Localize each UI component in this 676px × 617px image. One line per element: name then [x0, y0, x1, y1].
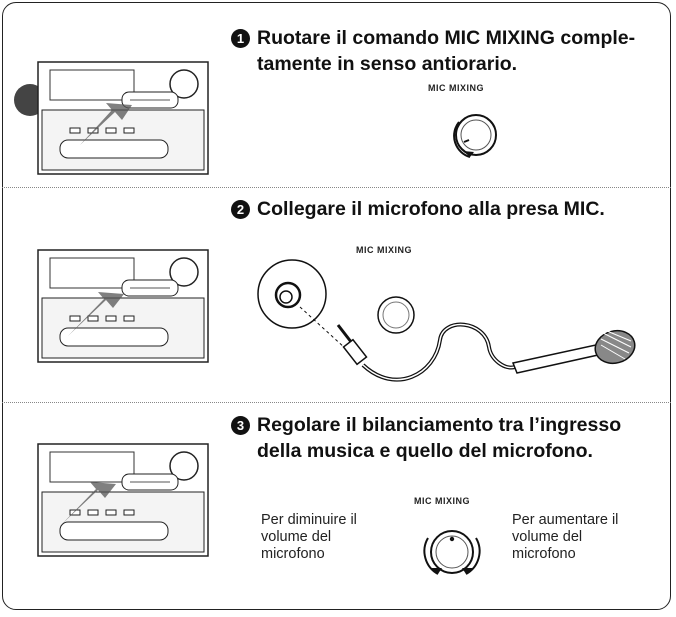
decrease-volume-note: Per diminuire il volume del microfono: [261, 512, 357, 562]
divider: [2, 187, 671, 188]
step-number-3: 3: [231, 416, 250, 435]
microphone-connection-figure: [257, 259, 636, 382]
step-2-line-1: Collegare il microfono alla presa MIC.: [257, 198, 605, 220]
step-1-instruction: 1 Ruotare il comando MIC MIXING comple- t…: [231, 25, 661, 77]
mic-mixing-label: MIC MIXING: [414, 496, 470, 506]
stereo-unit-illustration: [37, 249, 209, 363]
step-number-1: 1: [231, 29, 250, 48]
step-number-2: 2: [231, 200, 250, 219]
increase-volume-note: Per aumentare il volume del microfono: [512, 512, 619, 562]
step-3-instruction: 3 Regolare il bilanciamento tra l’ingress…: [231, 412, 671, 464]
instruction-frame: [2, 2, 671, 610]
step-2-instruction: 2 Collegare il microfono alla presa MIC.: [231, 196, 661, 222]
divider: [2, 402, 671, 403]
stereo-unit-illustration: [14, 61, 209, 175]
step-3-line-1: Regolare il bilanciamento tra l’ingresso: [257, 414, 622, 436]
step-1-line-2: tamente in senso antiorario.: [257, 53, 518, 75]
mic-mixing-knob-figure: [423, 530, 481, 575]
mic-mixing-label: MIC MIXING: [428, 83, 484, 93]
mic-mixing-knob-figure: [453, 114, 497, 158]
step-1-line-1: Ruotare il comando MIC MIXING comple-: [257, 27, 636, 49]
step-3-line-2: della musica e quello del microfono.: [257, 440, 593, 462]
mic-mixing-label: MIC MIXING: [356, 245, 412, 255]
stereo-unit-illustration: [37, 443, 209, 557]
